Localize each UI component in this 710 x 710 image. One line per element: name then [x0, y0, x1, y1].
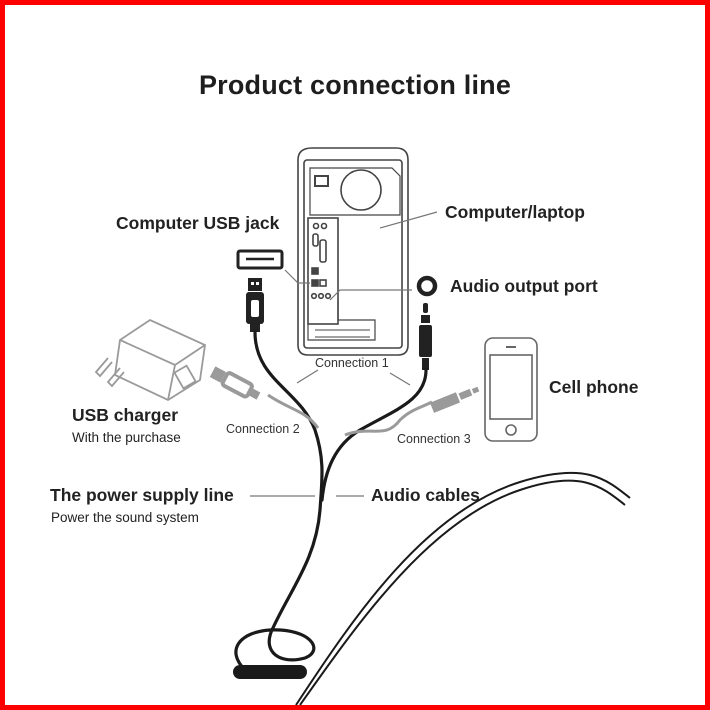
label-connection3: Connection 3	[397, 432, 471, 446]
label-cell-phone: Cell phone	[549, 377, 639, 397]
leader-connection1-right	[389, 372, 411, 386]
label-power-line-note: Power the sound system	[51, 510, 199, 525]
label-connection2: Connection 2	[226, 422, 300, 436]
charger-cable	[209, 366, 320, 429]
usb-port-icon	[236, 249, 284, 270]
cell-phone-icon	[484, 337, 538, 442]
leader-usb-jack	[284, 269, 310, 284]
black-cables	[233, 330, 428, 679]
usb-charger-icon	[94, 318, 206, 402]
leader-computer	[379, 211, 438, 229]
audio-jack-plug-icon	[419, 303, 432, 370]
computer-tower-icon	[297, 147, 409, 356]
usb-plug-icon	[246, 278, 264, 332]
label-computer: Computer/laptop	[445, 202, 585, 222]
label-power-line: The power supply line	[50, 485, 234, 505]
label-connection1: Connection 1	[315, 356, 389, 370]
audio-cable-double	[295, 471, 631, 706]
label-audio-port: Audio output port	[450, 276, 598, 296]
phone-cable	[344, 386, 480, 437]
leader-lines	[250, 211, 438, 497]
label-usb-jack: Computer USB jack	[116, 213, 280, 233]
leader-connection1-left	[296, 369, 319, 384]
label-usb-charger: USB charger	[72, 405, 179, 425]
label-usb-charger-note: With the purchase	[72, 430, 181, 445]
leader-audio-port	[329, 289, 412, 301]
audio-port-icon	[416, 275, 438, 297]
label-audio-cables: Audio cables	[371, 485, 480, 505]
page-title: Product connection line	[198, 70, 512, 100]
